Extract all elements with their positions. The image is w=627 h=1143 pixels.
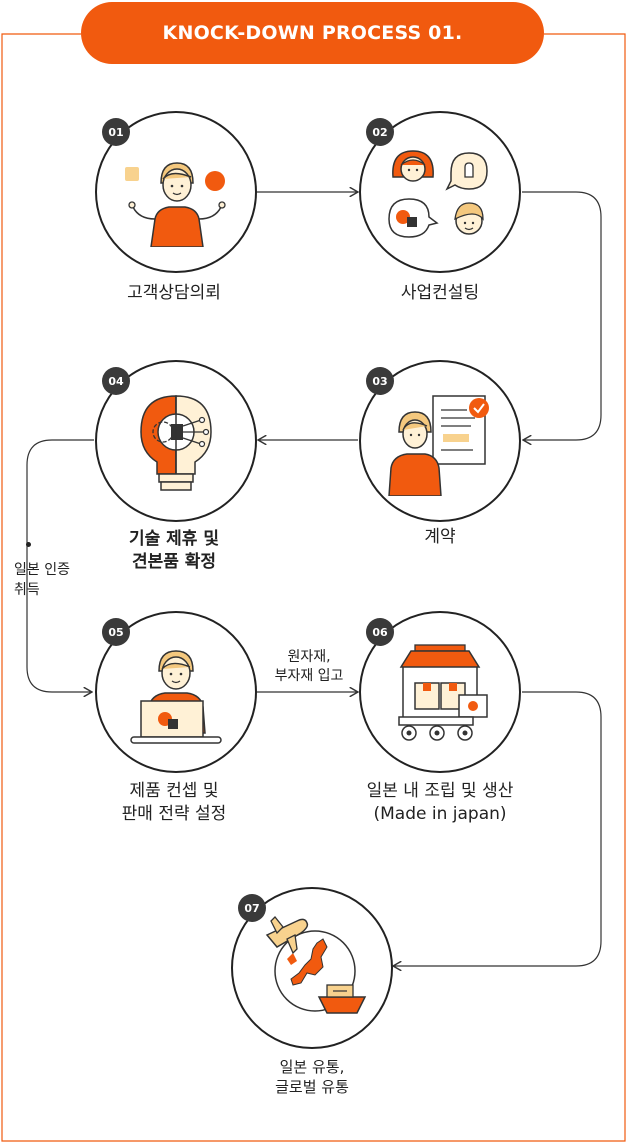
step-02-label: 사업컨설팅 (310, 282, 570, 305)
factory-production-icon (398, 644, 488, 741)
step-02: 02 (359, 111, 521, 273)
step-07-label-line-2: 글로벌 유통 (275, 1078, 349, 1096)
step-05-number-badge: 05 (102, 618, 130, 646)
step-05-label: 제품 컨셉 및 판매 전략 설정 (44, 780, 304, 826)
step-01-label: 고객상담의뢰 (44, 282, 304, 305)
step-07-label-line-1: 일본 유통, (279, 1058, 345, 1076)
step-04-label: 기술 제휴 및 견본품 확정 (44, 528, 304, 574)
materials-arrow-label-line-2: 부자재 입고 (274, 668, 344, 684)
step-01: 01 (95, 111, 257, 273)
step-03: 03 (359, 360, 521, 522)
side-note-line-1: 일본 인증 (14, 562, 70, 578)
step-02-number-badge: 02 (366, 118, 394, 146)
side-note-bullet (26, 542, 31, 547)
step-06-label: 일본 내 조립 및 생산 (Made in japan) (310, 780, 570, 826)
materials-arrow-label: 원자재, 부자재 입고 (252, 648, 366, 686)
step-05-label-line-2: 판매 전략 설정 (121, 804, 227, 824)
step-03-number-badge: 03 (366, 367, 394, 395)
step-04-label-line-2: 견본품 확정 (131, 552, 217, 572)
step-06-label-line-1: 일본 내 조립 및 생산 (366, 781, 514, 801)
connector-04-05 (26, 439, 94, 692)
contract-document-icon (388, 395, 489, 496)
global-distribution-icon (265, 916, 367, 1014)
process-title: KNOCK-DOWN PROCESS 01. (162, 22, 463, 44)
connector-06-07 (393, 691, 602, 966)
step-07: 07 (231, 887, 393, 1049)
connector-02-03 (522, 191, 602, 440)
product-concept-laptop-icon (130, 650, 222, 744)
step-04-label-line-1: 기술 제휴 및 (128, 529, 220, 549)
side-note: 일본 인증 취득 (14, 560, 104, 600)
step-07-label: 일본 유통, 글로벌 유통 (182, 1057, 442, 1097)
materials-arrow-label-line-1: 원자재, (287, 649, 331, 665)
step-07-number-badge: 07 (238, 894, 266, 922)
process-title-banner: KNOCK-DOWN PROCESS 01. (81, 2, 544, 64)
technology-lightbulb-icon (140, 395, 212, 491)
step-04: 04 (95, 360, 257, 522)
step-04-number-badge: 04 (102, 367, 130, 395)
step-01-number-badge: 01 (102, 118, 130, 146)
step-03-label-line-1: 계약 (424, 527, 456, 547)
step-06-number-badge: 06 (366, 618, 394, 646)
step-01-circle (95, 111, 257, 273)
business-consulting-icon (388, 150, 488, 238)
step-06-label-line-2: (Made in japan) (373, 804, 507, 824)
side-note-line-2: 취득 (14, 582, 40, 598)
step-05-label-line-1: 제품 컨셉 및 (129, 781, 219, 801)
step-06: 06 (359, 611, 521, 773)
step-03-label: 계약 (310, 526, 570, 549)
step-01-label-line-1: 고객상담의뢰 (127, 283, 221, 303)
step-02-label-line-1: 사업컨설팅 (400, 283, 480, 303)
step-05-circle (95, 611, 257, 773)
outer-frame (1, 33, 626, 1142)
consulting-person-icon (125, 162, 226, 247)
step-05: 05 (95, 611, 257, 773)
